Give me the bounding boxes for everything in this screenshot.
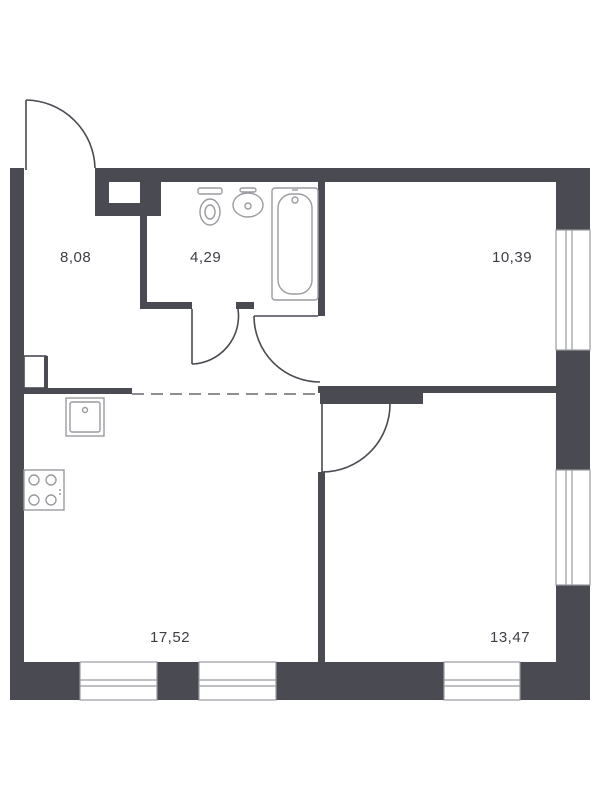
window-bedroom — [555, 229, 591, 351]
fixtures — [23, 187, 319, 511]
kitchen-sink-icon — [65, 397, 105, 437]
toilet-icon — [197, 187, 223, 226]
room-area-bedroom: 10,39 — [492, 249, 532, 266]
area-labels: 8,08 4,29 10,39 17,52 13,47 — [60, 249, 532, 646]
room-area-room: 13,47 — [490, 629, 530, 646]
outer-walls — [10, 168, 590, 700]
window-kitchen-1 — [79, 661, 158, 701]
door-bathroom[interactable] — [191, 308, 240, 365]
bathtub-icon — [271, 187, 319, 301]
door-room[interactable] — [321, 403, 391, 473]
room-area-hallway: 8,08 — [60, 249, 91, 266]
stove-icon — [23, 469, 65, 511]
door-entrance[interactable] — [25, 99, 96, 170]
window-kitchen-2 — [198, 661, 277, 701]
sink-icon — [232, 187, 264, 218]
room-area-kitchen-living: 17,52 — [150, 629, 190, 646]
room-area-bathroom: 4,29 — [190, 249, 221, 266]
door-bedroom[interactable] — [253, 315, 321, 383]
window-room-bottom — [443, 661, 521, 701]
windows — [79, 229, 591, 701]
interior-walls — [23, 168, 556, 662]
doors — [25, 99, 391, 473]
window-room-right — [555, 469, 591, 586]
